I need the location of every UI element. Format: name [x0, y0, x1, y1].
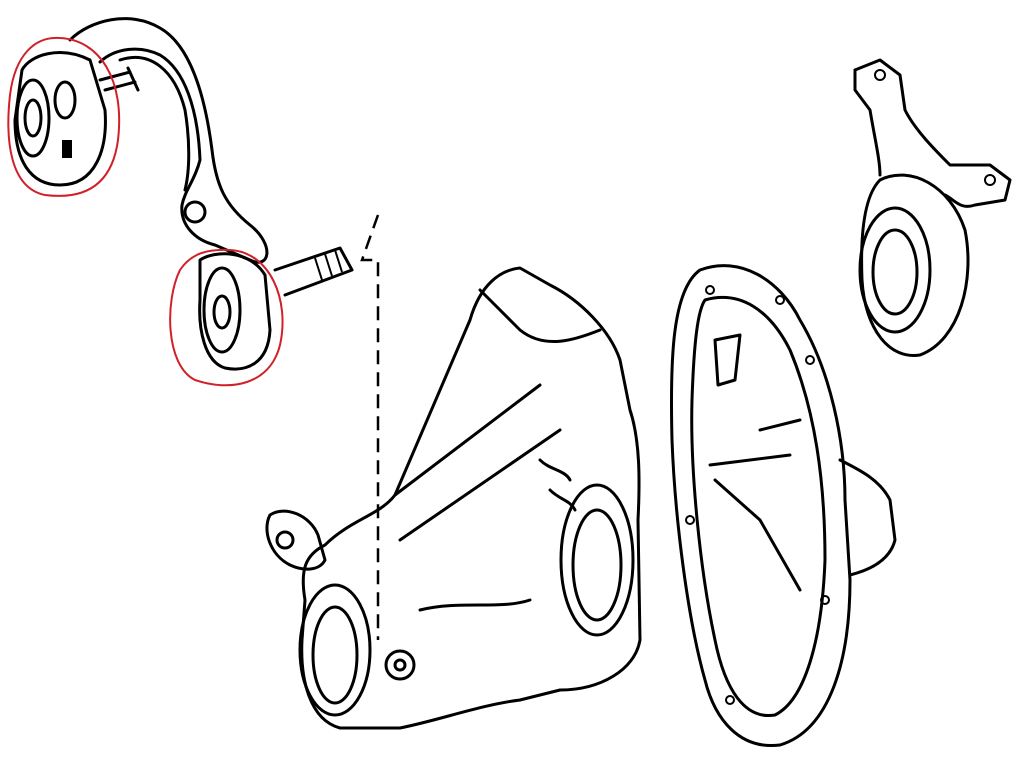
cover-mount-bracket-bushing	[853, 58, 1012, 358]
arm-bushing-rear	[198, 252, 272, 371]
bushing-marker	[62, 140, 72, 158]
assembly-guide-line	[360, 214, 380, 640]
mounting-bolt	[273, 246, 354, 297]
arm-bushing-front	[13, 51, 140, 187]
differential-mount-arm	[68, 17, 269, 264]
differential-cover	[669, 264, 897, 748]
highlight-circle-rear	[169, 248, 284, 387]
highlight-circle-front	[7, 36, 121, 197]
differential-housing	[265, 266, 642, 730]
